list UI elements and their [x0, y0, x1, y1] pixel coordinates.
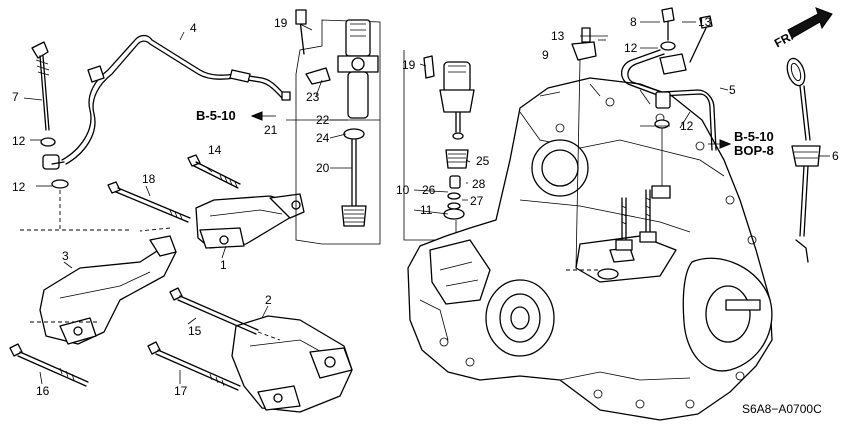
ref-bop-8: BOP-8: [734, 143, 774, 158]
ref-b-5-10-left: B-5-10: [196, 108, 236, 123]
callout-4: 4: [190, 21, 197, 35]
callout-12-left-lower: 12: [12, 180, 26, 194]
bracket-1: [195, 193, 305, 249]
callout-20: 20: [316, 161, 330, 175]
callout-26: 26: [422, 183, 436, 197]
pipe-5: [621, 7, 717, 199]
bolt-17: [147, 341, 241, 391]
callout-24: 24: [316, 131, 330, 145]
transmission-case: [407, 77, 773, 421]
callout-5: 5: [729, 83, 736, 97]
callout-14: 14: [208, 143, 222, 157]
callout-27: 27: [470, 194, 484, 208]
sensor-group-box: [286, 9, 381, 245]
dipstick-right: [786, 57, 821, 263]
callout-12-lower-right: 12: [680, 119, 694, 133]
callout-18: 18: [142, 172, 156, 186]
bolt-18: [107, 181, 191, 223]
callout-17: 17: [174, 384, 188, 398]
bolt-14: [187, 154, 241, 189]
reference-arrows: [250, 111, 732, 149]
callout-19-right: 19: [402, 58, 416, 72]
callout-21: 21: [264, 123, 278, 137]
callout-12-upper-right: 12: [624, 41, 638, 55]
callout-3: 3: [62, 249, 69, 263]
callout-2: 2: [265, 293, 272, 307]
callout-28: 28: [472, 177, 486, 191]
leader-lines: [23, 21, 830, 385]
callout-25: 25: [476, 154, 490, 168]
callout-15: 15: [188, 324, 202, 338]
dipstick-left: [31, 41, 69, 189]
callout-10: 10: [396, 183, 410, 197]
callout-16: 16: [36, 384, 50, 398]
callout-6: 6: [832, 149, 839, 163]
bracket-9: [566, 27, 600, 271]
callout-9: 9: [542, 48, 549, 62]
callout-8: 8: [630, 15, 637, 29]
callout-1: 1: [220, 258, 227, 272]
sensor-group-10: [403, 50, 475, 262]
bracket-2: [231, 315, 353, 413]
callout-12-left-upper: 12: [12, 134, 26, 148]
callout-13-right: 13: [698, 15, 712, 29]
callout-13-left: 13: [551, 29, 565, 43]
callout-19-left: 19: [274, 16, 288, 30]
bolt-16: [9, 343, 89, 387]
callout-11: 11: [420, 203, 433, 217]
ref-b-5-10-right: B-5-10: [734, 129, 774, 144]
fr-arrow-icon: [787, 7, 833, 39]
pipe-4: [51, 34, 291, 165]
bracket-3: [30, 235, 177, 345]
callout-23: 23: [306, 90, 320, 104]
diagram-code: S6A8−A0700C: [742, 402, 822, 416]
callout-22: 22: [316, 113, 330, 127]
callout-7: 7: [12, 90, 19, 104]
bolt-15: [169, 287, 281, 341]
